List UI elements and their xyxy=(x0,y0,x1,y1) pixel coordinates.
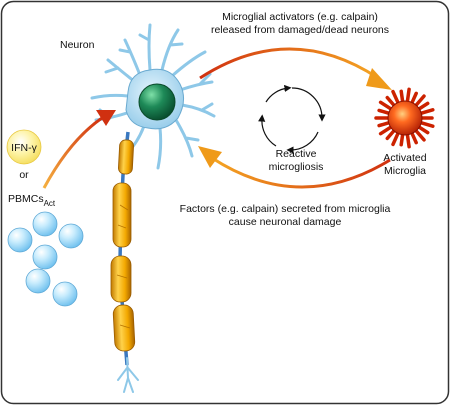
activated-microglia xyxy=(374,87,435,149)
factors-text-line1: Factors (e.g. calpain) secreted from mic… xyxy=(180,203,391,215)
pbmc-cell xyxy=(32,244,58,270)
factors-text-line2: cause neuronal damage xyxy=(229,216,342,228)
ifn-gamma-label: IFN-γ xyxy=(11,142,37,154)
pbmc-cell xyxy=(58,223,84,249)
pbmc-cells xyxy=(7,211,84,307)
reactive-microgliosis-line1: Reactive xyxy=(276,148,317,160)
activated-microglia-label-line2: Microglia xyxy=(384,165,426,177)
or-label: or xyxy=(19,169,29,181)
myelin-segment xyxy=(118,139,134,175)
pbmc-cell xyxy=(7,227,33,253)
myelin-segment xyxy=(112,304,136,352)
activators-text-line1: Microglial activators (e.g. calpain) xyxy=(222,11,378,23)
axon-terminal xyxy=(117,357,139,393)
pbmc-cell xyxy=(32,211,58,237)
myelin-segment xyxy=(112,182,132,248)
pbmcs-label-main: PBMCs xyxy=(8,193,44,205)
ifn-gamma-circle xyxy=(6,129,42,165)
activator-release-arrow xyxy=(199,47,379,80)
neuron-nucleus xyxy=(138,83,176,121)
myelin-segment xyxy=(110,255,132,303)
myelin-sheaths xyxy=(110,139,136,352)
pbmcs-label: PBMCsAct xyxy=(8,193,56,208)
activators-text-line2: released from damaged/dead neurons xyxy=(211,24,389,36)
neurotoxic-factors-arrowhead xyxy=(198,146,222,168)
reactive-microgliosis-cycle xyxy=(258,84,326,154)
pbmcs-label-subscript: Act xyxy=(44,199,56,208)
neurotoxic-factors-arrow xyxy=(211,156,391,189)
activator-release-arrowhead xyxy=(366,68,392,90)
reactive-microgliosis-line2: microgliosis xyxy=(269,161,324,173)
neuron xyxy=(90,23,216,393)
activated-microglia-label-line1: Activated xyxy=(383,152,426,164)
pbmc-cell xyxy=(25,268,51,294)
stimulus-arrow xyxy=(42,116,103,189)
stimulus-arrowhead xyxy=(96,110,116,126)
pbmc-cell xyxy=(52,281,78,307)
neuron-label: Neuron xyxy=(60,39,95,51)
